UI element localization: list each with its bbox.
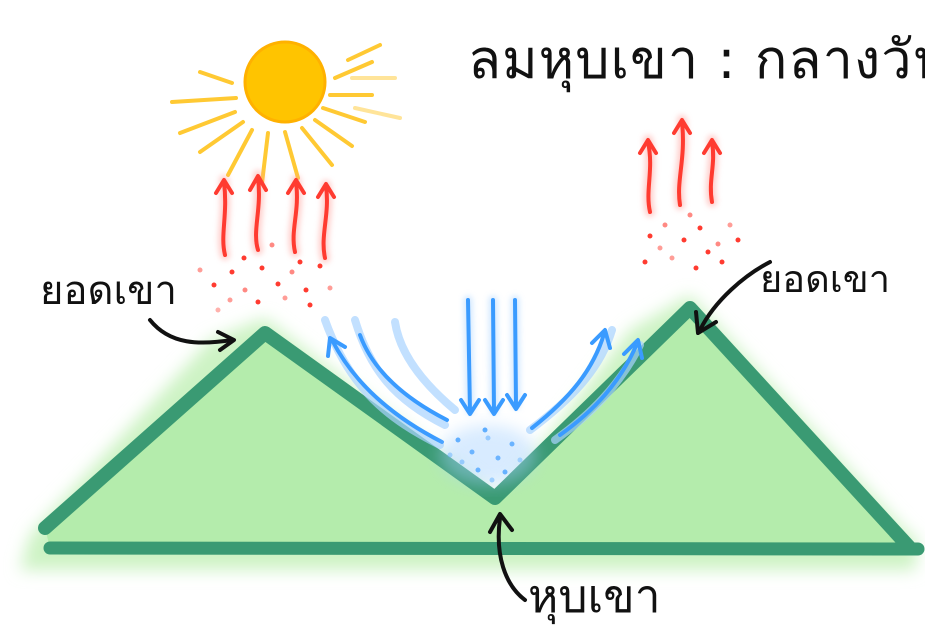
diagram-title: ลมหุบเขา : กลางวัน [468,28,925,91]
cool-air-haze [440,425,536,485]
cool-air-upslope-left [321,316,459,449]
label-peak-left: ยอดเขา [40,268,177,314]
label-peak-right: ยอดเขา [760,257,891,301]
sun-disc [245,42,325,122]
mountains [20,295,925,570]
warm-air-dots-right [642,212,741,271]
label-valley: หุบเขา [528,569,661,623]
cool-air-upslope-right [526,326,644,444]
cool-air-descending [459,295,527,416]
sun-icon [170,40,402,185]
warm-air-arrows-left [214,170,336,263]
warm-air-dots-left [197,242,333,313]
sun-rays [170,43,402,185]
pointer-arrow-valley [496,516,527,602]
mountain-fill [45,308,910,548]
ground-line [43,541,925,556]
pointer-arrow-left-peak [148,318,234,345]
pointer-arrow-right-peak [698,260,772,332]
mountain-outline [38,301,917,555]
pointer-arrows [148,260,772,602]
warm-air-arrows-right [638,115,722,217]
